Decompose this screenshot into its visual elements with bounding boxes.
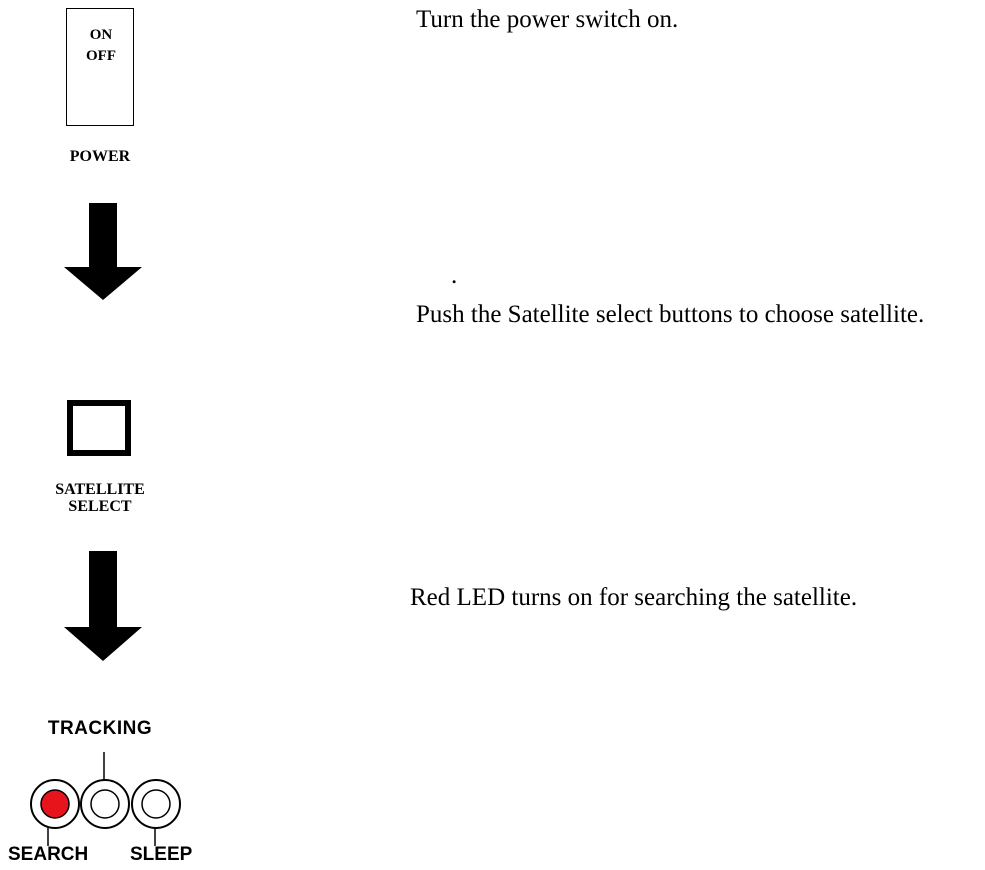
step-2-text: Push the Satellite select buttons to cho… xyxy=(416,301,925,328)
switch-off-label: OFF xyxy=(86,48,116,64)
tracking-label: TRACKING xyxy=(47,718,153,739)
switch-on-label: ON xyxy=(89,27,113,43)
search-led-icon xyxy=(30,779,80,829)
led-panel xyxy=(0,740,200,855)
sleep-led-icon xyxy=(131,779,181,829)
down-arrow-icon xyxy=(64,203,142,301)
satellite-select-caption-line1: SATELLITE xyxy=(55,481,145,498)
satellite-select-button[interactable] xyxy=(67,400,131,456)
down-arrow-icon xyxy=(64,551,142,661)
search-label: SEARCH xyxy=(8,844,89,865)
step-3-text: Red LED turns on for searching the satel… xyxy=(410,584,858,611)
satellite-select-caption: SATELLITE SELECT xyxy=(20,481,180,515)
sleep-label: SLEEP xyxy=(130,844,193,865)
power-caption: POWER xyxy=(69,148,131,165)
step-1-text: Turn the power switch on. xyxy=(416,6,679,33)
tracking-led-icon xyxy=(80,779,130,829)
power-switch[interactable]: ON OFF xyxy=(66,8,134,126)
separator-dot: . xyxy=(451,262,458,289)
satellite-select-caption-line2: SELECT xyxy=(68,498,132,515)
